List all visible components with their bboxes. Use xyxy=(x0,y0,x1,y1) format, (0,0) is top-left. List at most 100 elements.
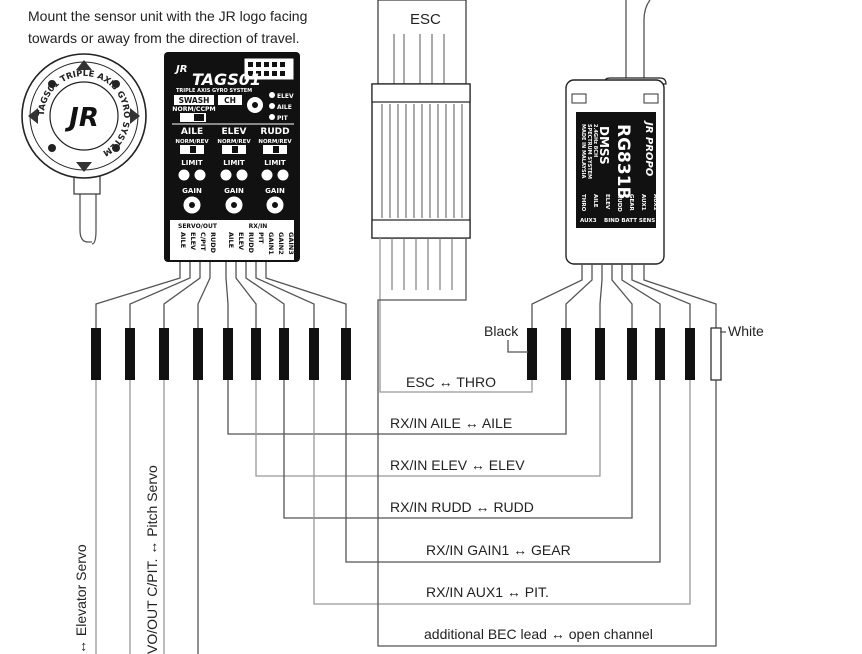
wire-fanout xyxy=(129,262,191,328)
receiver-tech: DMSS xyxy=(597,126,611,165)
receiver-model: RG831B xyxy=(613,124,633,200)
ch-label: CH xyxy=(224,96,236,105)
wire-fanout xyxy=(631,264,691,328)
gyro-port-label: GAIN2 xyxy=(277,232,285,255)
wire-fanout xyxy=(599,264,603,328)
receiver-desc-1: 2.4GHz 8CH xyxy=(592,124,598,157)
receiver-port-label: GEAR xyxy=(628,194,634,212)
receiver-plug xyxy=(527,328,537,380)
label-elevator-servo: ↔ Elevator Servo xyxy=(73,544,89,654)
servo-plug xyxy=(251,328,261,380)
wire-fanout xyxy=(95,262,181,328)
servo-plug xyxy=(223,328,233,380)
gyro-brand: JR xyxy=(174,64,187,75)
receiver-port-label: AUX1 xyxy=(640,194,646,211)
ch-option-aile: AILE xyxy=(277,104,292,111)
limit-rudd: LIMIT xyxy=(264,159,286,167)
gyro-model: TAGS01 xyxy=(192,70,261,89)
wire-fanout xyxy=(163,262,201,328)
swash-mode: NORM/CCPM xyxy=(172,106,215,113)
receiver-plug xyxy=(595,328,605,380)
route-esc-thro xyxy=(379,238,533,393)
servo-plug xyxy=(279,328,289,380)
normrev-aile: NORM/REV xyxy=(175,139,209,145)
normrev-rudd: NORM/REV xyxy=(258,139,292,145)
wire-fanout xyxy=(197,262,211,328)
receiver-plug xyxy=(561,328,571,380)
sensor-logo: JR xyxy=(64,103,99,133)
route-elev xyxy=(255,380,601,477)
normrev-elev: NORM/REV xyxy=(217,139,251,145)
wire-fanout xyxy=(265,262,347,328)
receiver: JR PROPO RG831B DMSS 2.4GHz 8CH SPECTRUM… xyxy=(565,77,667,265)
wire-fanout xyxy=(643,264,717,328)
wire-fanout xyxy=(531,264,583,328)
swash-label: SWASH xyxy=(179,96,210,105)
ch-option-elev: ELEV xyxy=(277,93,294,100)
gyro-port-label: AILE xyxy=(227,232,235,248)
label-black: Black xyxy=(484,323,519,339)
instruction-line-2: towards or away from the direction of tr… xyxy=(28,30,300,46)
receiver-port-label: RUDD xyxy=(616,194,622,212)
servo-plug xyxy=(193,328,203,380)
wire-fanout xyxy=(235,262,257,328)
axis-rudd: RUDD xyxy=(260,127,289,137)
label-rudd: RX/IN RUDD ↔ RUDD xyxy=(390,499,534,515)
ch-option-pit: PIT xyxy=(277,115,289,122)
receiver-port-label: ELEV xyxy=(604,194,610,210)
gain-rudd: GAIN xyxy=(265,187,285,195)
gyro-port-label: ELEV xyxy=(189,232,197,250)
receiver-plug xyxy=(655,328,665,380)
gyro-port-label: RUDD xyxy=(247,232,255,254)
sensor-unit: TAGS01 TRIPLE AXIS GYRO SYSTEM JR xyxy=(21,53,147,245)
gain-aile: GAIN xyxy=(182,187,202,195)
label-gain1: RX/IN GAIN1 ↔ GEAR xyxy=(426,542,571,558)
gyro-port-label: GAIN1 xyxy=(267,232,275,255)
servo-out-title: SERVO/OUT xyxy=(178,223,218,230)
route-aile xyxy=(227,380,567,435)
limit-elev: LIMIT xyxy=(223,159,245,167)
servo-plug xyxy=(125,328,135,380)
rx-in-title: RX/IN xyxy=(249,223,268,230)
servo-plug xyxy=(341,328,351,380)
route-aux1 xyxy=(313,380,691,605)
receiver-plug xyxy=(627,328,637,380)
label-aile: RX/IN AILE ↔ AILE xyxy=(390,415,512,431)
receiver-desc-2: SPECTRUM SYSTEM xyxy=(586,124,592,179)
bec-plug xyxy=(710,327,722,381)
gain-elev: GAIN xyxy=(224,187,244,195)
receiver-port-label: AUX2 xyxy=(652,194,658,211)
route-bec xyxy=(377,238,717,647)
receiver-port-labels: THRO AILE ELEV RUDD GEAR AUX1 AUX2 xyxy=(580,194,658,212)
wire-fanout xyxy=(621,264,661,328)
label-esc-thro: ESC ↔ THRO xyxy=(406,374,496,390)
route-gain1 xyxy=(345,380,661,563)
gyro-port-label: AILE xyxy=(179,232,187,248)
gyro-port-label: GAIN3 xyxy=(287,232,295,255)
receiver-aux3: AUX3 xyxy=(580,218,597,224)
receiver-desc-3: MADE IN MALAYSIA xyxy=(580,124,586,178)
wire-fanout xyxy=(225,262,229,328)
gyro-port-label: ELEV xyxy=(237,232,245,250)
gyro-port-label: RUDD xyxy=(209,232,217,254)
servo-plug xyxy=(91,328,101,380)
label-white: White xyxy=(728,323,764,339)
axis-aile: AILE xyxy=(181,127,203,137)
gyro-port-label: C/PIT xyxy=(199,232,207,251)
label-bec: additional BEC lead ↔ open channel xyxy=(424,626,653,642)
gyro-port-label: PIT xyxy=(257,232,265,244)
gyro-unit: JR TAGS01 TRIPLE AXIS GYRO SYSTEM SWASH … xyxy=(164,52,300,262)
receiver-port-label: THRO xyxy=(580,194,586,212)
esc: ESC xyxy=(371,0,471,290)
gyro-subtitle: TRIPLE AXIS GYRO SYSTEM xyxy=(176,88,252,94)
wire-bundle xyxy=(91,238,726,654)
receiver-bind-batt-sens: BIND BATT SENS xyxy=(604,218,655,224)
route-rudd xyxy=(283,380,633,519)
receiver-port-label: AILE xyxy=(592,194,598,208)
limit-aile: LIMIT xyxy=(181,159,203,167)
instruction-line-1: Mount the sensor unit with the JR logo f… xyxy=(28,8,307,24)
label-pitch-servo: VO/OUT C/PIT. ↔ Pitch Servo xyxy=(144,465,160,654)
servo-plug xyxy=(159,328,169,380)
wire-fanout xyxy=(611,264,633,328)
